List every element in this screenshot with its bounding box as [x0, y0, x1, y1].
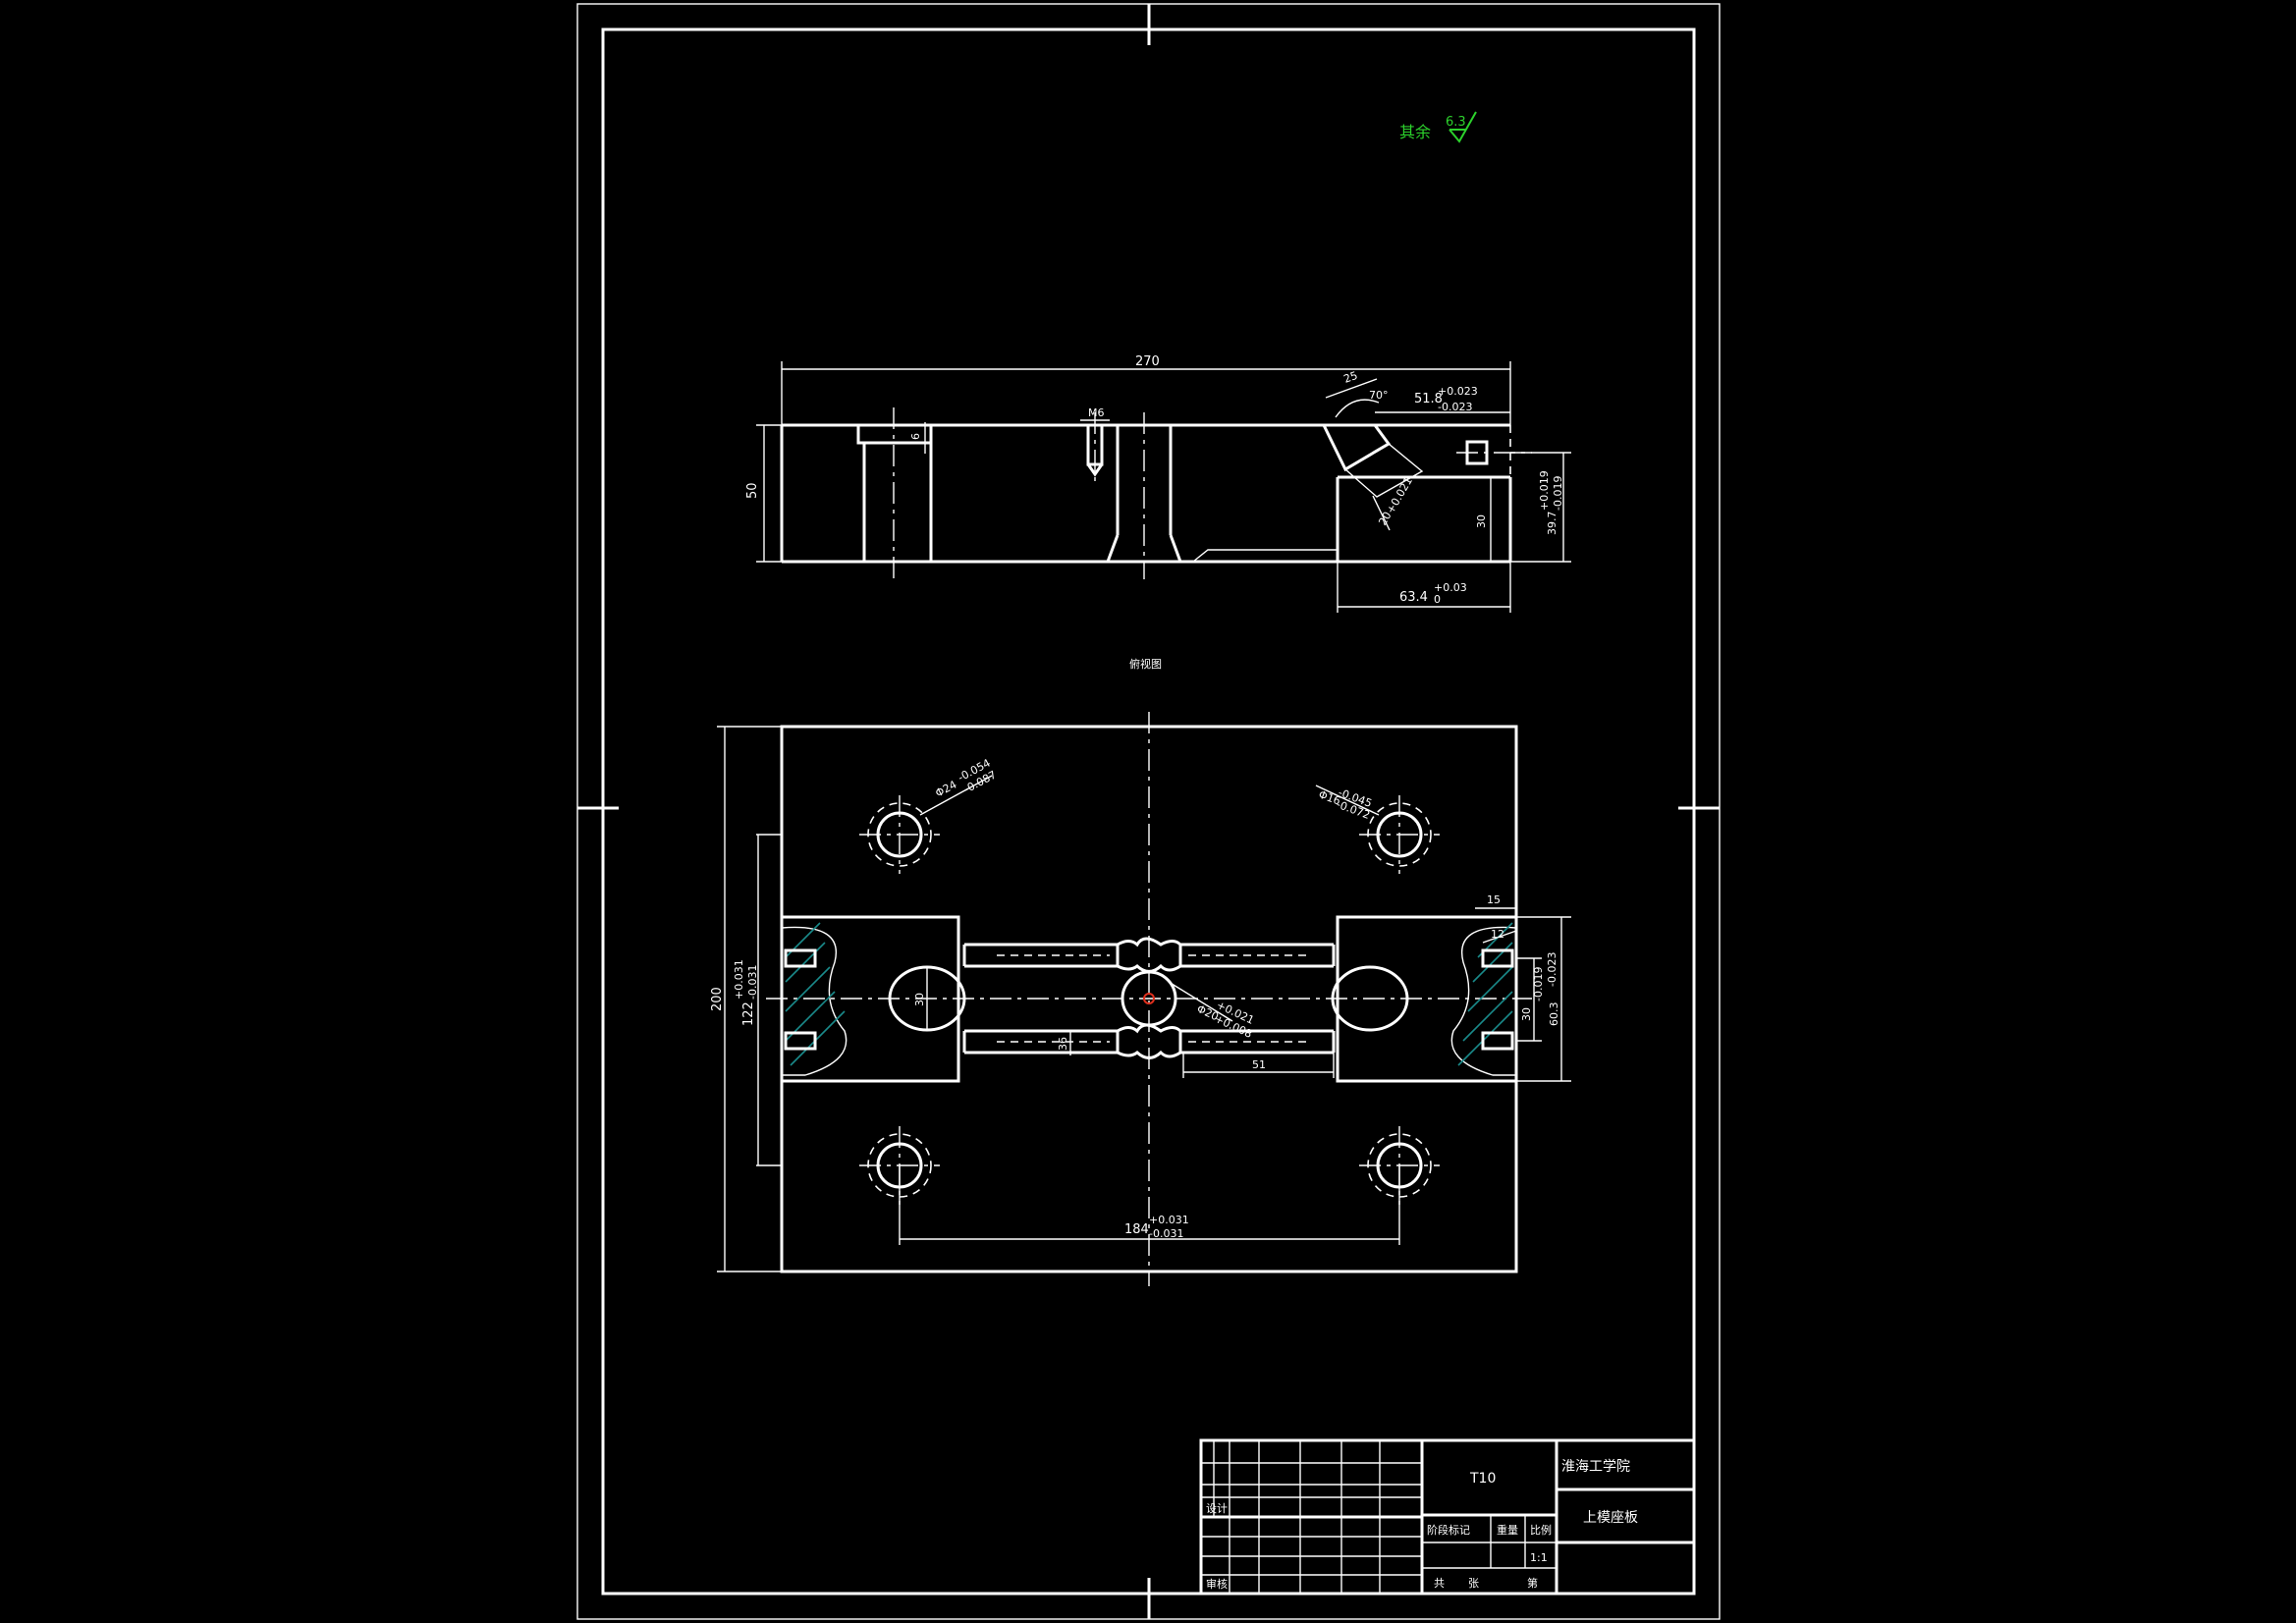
svg-text:-0.019: -0.019 — [1532, 967, 1545, 1001]
tb-scale-value: 1:1 — [1530, 1551, 1548, 1564]
tb-design-label: 设计 — [1206, 1502, 1228, 1515]
tb-page-label: 第 — [1527, 1576, 1538, 1590]
dim-634: 63.4 — [1399, 590, 1428, 605]
svg-text:+0.03: +0.03 — [1434, 581, 1467, 594]
dim-30-right: 30 — [1520, 1007, 1533, 1021]
dim-6: 6 — [909, 433, 922, 440]
sheet-frame — [576, 3, 1721, 1620]
svg-text:-0.023: -0.023 — [1438, 401, 1472, 413]
roughness-symbol-icon — [1449, 111, 1477, 143]
dim-603: 60.3 — [1548, 1002, 1560, 1027]
slide-channels — [962, 943, 1336, 1055]
roughness-value: 6.3 — [1446, 115, 1466, 130]
svg-text:0: 0 — [1434, 593, 1441, 606]
tb-stage-label: 阶段标记 — [1427, 1523, 1470, 1537]
dim-30: 30 — [1475, 514, 1488, 528]
svg-text:+0.019: +0.019 — [1538, 470, 1551, 511]
dim-20: 20 — [1376, 510, 1394, 528]
surface-roughness-note: 其余 6.3 — [1399, 111, 1477, 143]
front-view: 270 50 M6 6 25 70° 51.8 +0.023 -0.023 20… — [745, 354, 1571, 613]
dim-30-oval: 30 — [913, 993, 926, 1006]
tb-material: T10 — [1469, 1471, 1496, 1487]
dim-518: 51.8 — [1414, 392, 1443, 406]
title-block: 设计 审核 T10 淮海工学院 上模座板 阶段标记 重量 比例 1:1 共 张 … — [1199, 1438, 1696, 1596]
dim-184: 184 — [1124, 1222, 1149, 1237]
tb-part-name: 上模座板 — [1583, 1510, 1638, 1526]
top-view: 200 122 +0.031 -0.031 Φ24 -0.054 -0.087 … — [710, 712, 1571, 1286]
dim-270: 270 — [1135, 354, 1160, 369]
svg-text:+0.021: +0.021 — [1384, 475, 1415, 516]
dim-m6: M6 — [1088, 406, 1105, 419]
tb-school: 淮海工学院 — [1561, 1459, 1630, 1475]
svg-text:-0.031: -0.031 — [1149, 1227, 1183, 1240]
tb-scale-label: 比例 — [1530, 1523, 1552, 1537]
tb-sheet-label: 张 — [1468, 1577, 1479, 1590]
tb-check-label: 审核 — [1206, 1577, 1228, 1591]
svg-text:-0.031: -0.031 — [746, 965, 759, 1000]
dim-12: 12 — [1491, 928, 1504, 941]
tb-total-label: 共 — [1434, 1577, 1445, 1590]
svg-text:+0.031: +0.031 — [733, 959, 745, 1000]
dim-angle: 70° — [1369, 389, 1389, 402]
dim-122: 122 — [741, 1001, 756, 1026]
dim-15: 15 — [1487, 893, 1501, 906]
svg-text:+0.023: +0.023 — [1438, 385, 1478, 398]
dim-50: 50 — [745, 482, 760, 499]
tb-weight-label: 重量 — [1497, 1523, 1518, 1537]
dim-25: 25 — [1342, 369, 1360, 386]
svg-text:-0.019: -0.019 — [1552, 476, 1564, 511]
dim-397: 39.7 — [1546, 512, 1558, 536]
svg-text:+0.031: +0.031 — [1149, 1214, 1189, 1226]
section-hatch-left — [781, 922, 847, 1076]
roughness-label: 其余 — [1399, 123, 1431, 141]
dim-51: 51 — [1252, 1058, 1266, 1071]
dim-200: 200 — [710, 987, 725, 1011]
svg-text:-0.023: -0.023 — [1546, 952, 1558, 987]
section-hatch-right — [1450, 922, 1517, 1076]
view-caption: 俯视图 — [1129, 657, 1162, 671]
dim-36: 36 — [1057, 1037, 1069, 1051]
